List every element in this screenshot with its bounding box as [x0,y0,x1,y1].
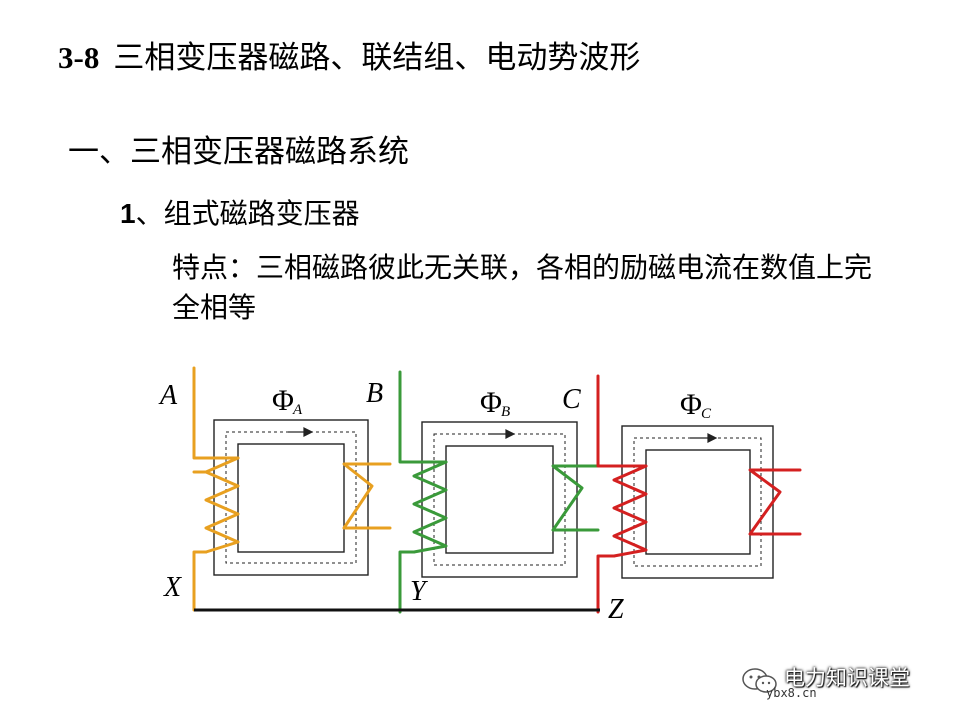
flux-symbol-c: Φ [680,388,702,421]
subsection-heading: 1、组式磁路变压器 [120,192,360,232]
wechat-icon [742,668,777,693]
flux-subscript-b: B [501,404,510,420]
watermark-brand: 电力知识课堂 [784,666,910,690]
terminal-label-a: A [158,380,178,411]
core-a [213,419,369,576]
flux-subscript-c: C [701,406,712,422]
flux-subscript-a: A [292,402,303,418]
phase-c-windings [596,374,802,614]
core-c [621,425,774,579]
terminal-label-z: Z [608,594,624,625]
core-b [421,421,578,578]
terminal-label-c: C [562,384,581,415]
phase-b-windings [398,370,600,614]
subsection-number: 1 [120,198,136,229]
terminal-label-b: B [366,378,383,409]
slide-title: 3-8 三相变压器磁路、联结组、电动势波形 [58,32,640,77]
feature-description: 特点：三相磁路彼此无关联，各相的励磁电流在数值上完全相等 [172,251,873,324]
subsection-label: 、组式磁路变压器 [135,197,360,230]
terminal-label-y: Y [410,576,429,607]
section-heading: 一、三相变压器磁路系统 [68,134,409,170]
flux-symbol-a: Φ [272,384,294,417]
flux-symbol-b: Φ [480,386,502,419]
phase-a-windings [192,366,392,612]
watermark-site: ybx8.cn [766,686,817,700]
flux-arrows [288,427,718,443]
watermark: 电力知识课堂 ybx8.cn [736,660,946,704]
terminal-label-x: X [163,572,182,603]
slide-number: 3-8 [58,40,100,75]
slide-title-text: 三相变压器磁路、联结组、电动势波形 [113,40,641,76]
